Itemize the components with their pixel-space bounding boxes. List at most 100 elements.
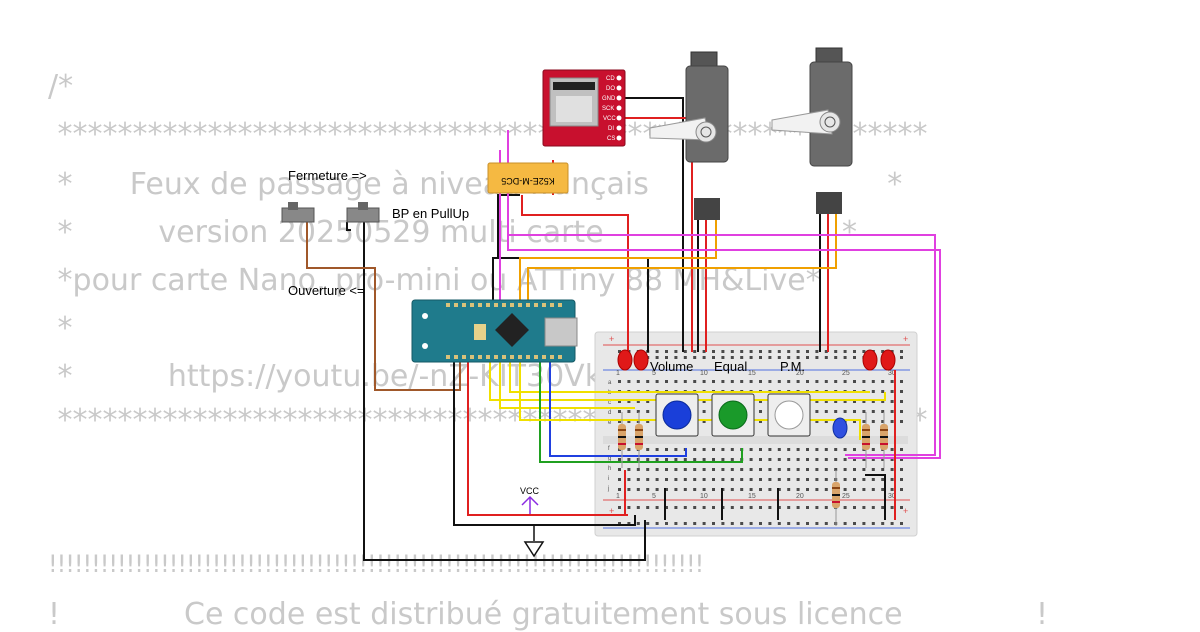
breadboard-hole bbox=[853, 506, 856, 509]
arduino-pin bbox=[446, 303, 450, 307]
breadboard-hole bbox=[900, 380, 903, 383]
breadboard-hole bbox=[871, 468, 875, 471]
breadboard-hole bbox=[890, 522, 894, 525]
arduino-pin bbox=[462, 303, 466, 307]
breadboard-hole bbox=[730, 356, 734, 359]
breadboard-hole bbox=[862, 458, 866, 461]
breadboard-hole bbox=[665, 448, 668, 451]
breadboard-hole bbox=[843, 458, 847, 461]
breadboard-hole bbox=[871, 478, 875, 481]
breadboard-hole bbox=[749, 350, 753, 353]
breadboard-hole bbox=[806, 380, 809, 383]
breadboard-hole bbox=[890, 420, 894, 423]
breadboard-hole bbox=[796, 458, 800, 461]
breadboard-hole bbox=[853, 448, 856, 451]
rail-plus-bottom-right: + bbox=[903, 506, 908, 516]
breadboard-hole bbox=[824, 350, 828, 353]
breadboard-hole bbox=[768, 522, 772, 525]
breadboard-hole bbox=[871, 420, 875, 423]
breadboard-hole bbox=[853, 478, 856, 481]
sd-pin-sck: SCK bbox=[602, 106, 614, 112]
resistor-3 bbox=[862, 412, 870, 468]
breadboard-hole bbox=[777, 468, 781, 471]
breadboard-hole bbox=[712, 356, 715, 359]
breadboard-hole bbox=[768, 488, 772, 491]
breadboard-hole bbox=[730, 488, 734, 491]
breadboard-hole bbox=[712, 478, 715, 481]
row-label-h: h bbox=[608, 466, 611, 472]
breadboard-hole bbox=[712, 350, 715, 353]
breadboard-hole bbox=[881, 468, 885, 471]
sd-pin-do: DO bbox=[606, 86, 615, 92]
breadboard-hole bbox=[618, 478, 621, 481]
breadboard-hole bbox=[759, 468, 762, 471]
arduino-pin bbox=[486, 303, 490, 307]
breadboard-hole bbox=[834, 468, 838, 471]
breadboard-hole bbox=[796, 488, 800, 491]
breadboard-hole bbox=[843, 356, 847, 359]
breadboard-hole bbox=[815, 356, 819, 359]
arduino-pin bbox=[478, 303, 482, 307]
breadboard-hole bbox=[843, 350, 847, 353]
breadboard-hole bbox=[900, 478, 903, 481]
breadboard-hole bbox=[815, 458, 819, 461]
arduino-pins bbox=[446, 303, 562, 359]
resistor-5 bbox=[832, 470, 840, 526]
breadboard-hole bbox=[768, 458, 772, 461]
breadboard-hole bbox=[815, 448, 819, 451]
breadboard-hole bbox=[777, 522, 781, 525]
vcc-label: VCC bbox=[520, 486, 540, 496]
breadboard-hole bbox=[796, 468, 800, 471]
breadboard-hole bbox=[900, 488, 903, 491]
arduino-pin bbox=[494, 355, 498, 359]
breadboard-hole bbox=[759, 380, 762, 383]
breadboard-hole bbox=[740, 506, 744, 509]
breadboard-hole bbox=[806, 522, 809, 525]
breadboard-hole bbox=[646, 420, 650, 423]
breadboard-hole bbox=[787, 488, 791, 491]
breadboard-hole bbox=[702, 448, 706, 451]
breadboard-hole bbox=[768, 350, 772, 353]
wire-red-vcc bbox=[467, 355, 628, 516]
breadboard-hole bbox=[881, 390, 885, 393]
resistor-1 bbox=[618, 412, 626, 468]
breadboard-hole bbox=[853, 420, 856, 423]
breadboard-hole bbox=[881, 478, 885, 481]
breadboard-hole bbox=[683, 478, 687, 481]
breadboard-hole bbox=[712, 448, 715, 451]
wire-ground-main bbox=[363, 222, 646, 561]
breadboard-hole bbox=[702, 380, 706, 383]
breadboard-hole bbox=[815, 350, 819, 353]
col-label-15-bottom: 15 bbox=[748, 493, 756, 500]
breadboard-hole bbox=[787, 478, 791, 481]
label-pm: P.M. bbox=[780, 359, 805, 374]
breadboard-hole bbox=[730, 380, 734, 383]
arduino-pin bbox=[486, 355, 490, 359]
breadboard-hole bbox=[665, 350, 668, 353]
breadboard-hole bbox=[683, 488, 687, 491]
breadboard-hole bbox=[871, 400, 875, 403]
breadboard-hole bbox=[627, 420, 631, 423]
breadboard-hole bbox=[843, 488, 847, 491]
breadboard-hole bbox=[777, 380, 781, 383]
breadboard-hole bbox=[759, 522, 762, 525]
slide-switch-left bbox=[281, 202, 315, 223]
breadboard-hole bbox=[683, 458, 687, 461]
push-button-white bbox=[767, 393, 811, 437]
breadboard-hole bbox=[627, 522, 631, 525]
slide-switch-right bbox=[346, 202, 380, 223]
arduino-pin bbox=[454, 355, 458, 359]
breadboard-hole bbox=[655, 522, 659, 525]
servo-motor-1 bbox=[649, 51, 729, 220]
arduino-pin bbox=[470, 355, 474, 359]
breadboard-hole bbox=[834, 380, 838, 383]
breadboard-hole bbox=[683, 468, 687, 471]
breadboard-hole bbox=[881, 410, 885, 413]
breadboard-hole bbox=[862, 488, 866, 491]
breadboard-hole bbox=[702, 478, 706, 481]
rail-plus-top: + bbox=[609, 334, 614, 344]
col-label-1-bottom: 1 bbox=[616, 493, 620, 500]
breadboard-hole bbox=[890, 400, 894, 403]
breadboard-hole bbox=[862, 478, 866, 481]
breadboard-hole bbox=[890, 458, 894, 461]
